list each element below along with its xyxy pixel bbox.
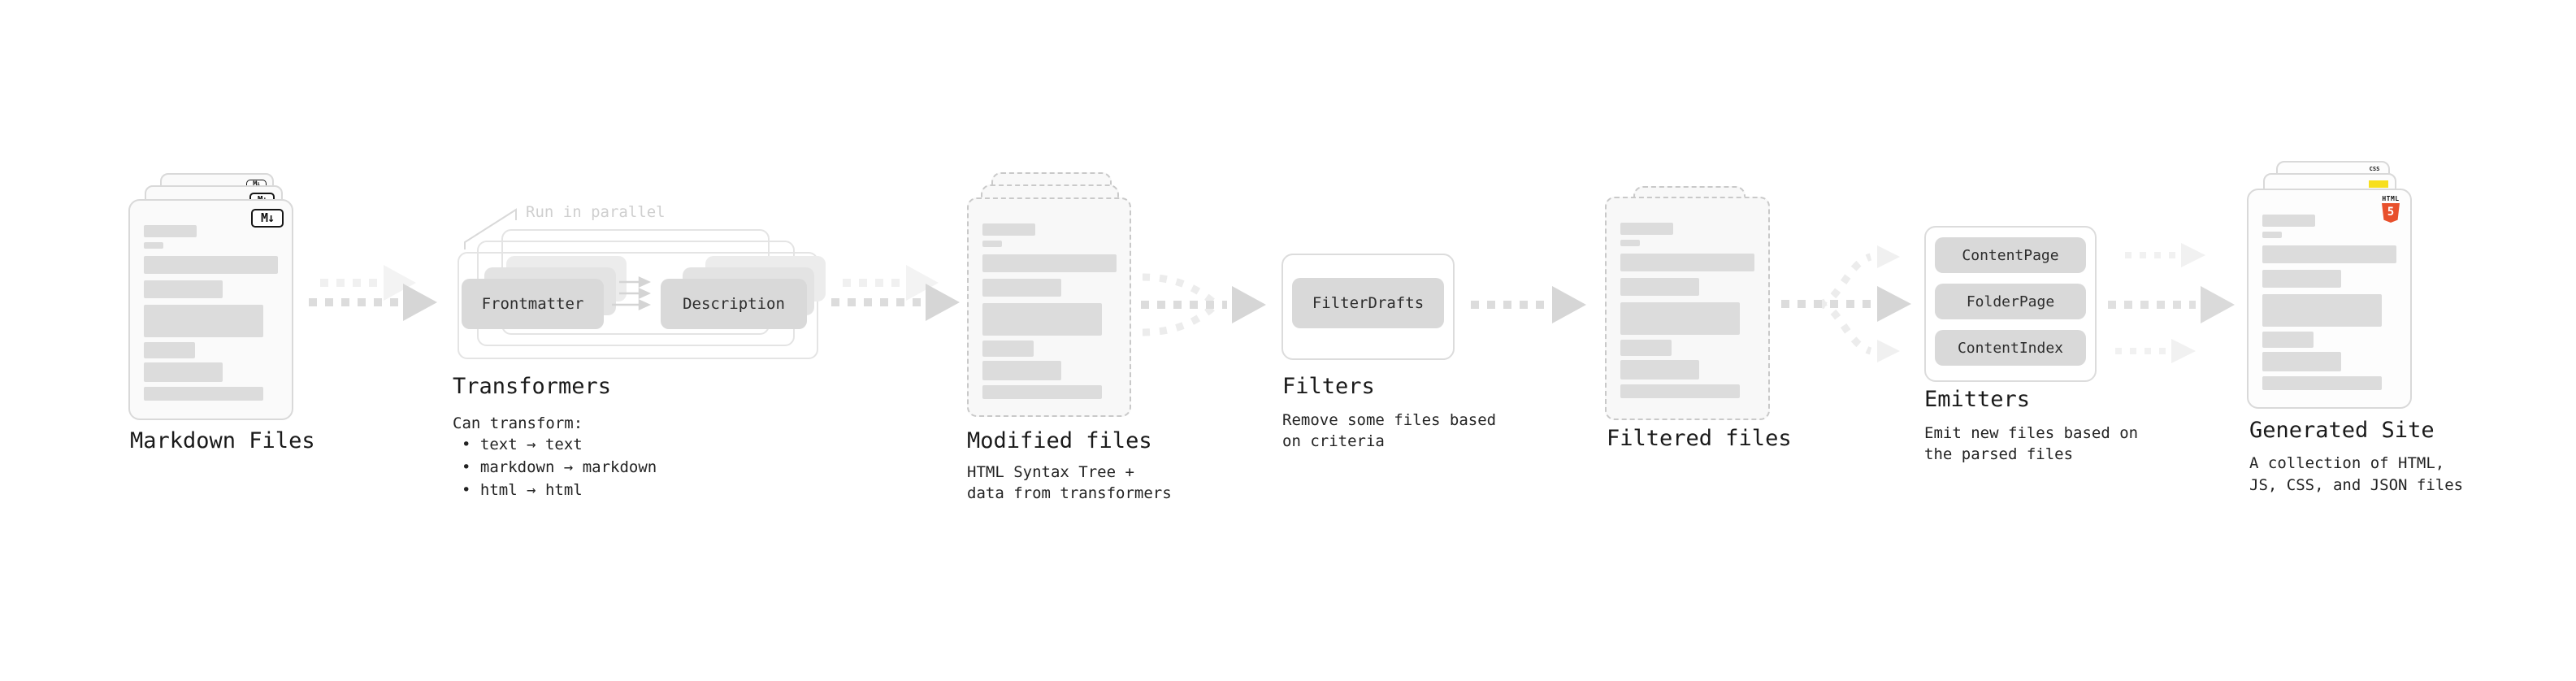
stage-title-filters: Filters xyxy=(1282,374,1375,399)
html5-icon: HTML 5 xyxy=(2381,195,2400,223)
placeholder-bar xyxy=(982,361,1061,380)
placeholder-bar xyxy=(982,223,1035,236)
placeholder-bar xyxy=(982,385,1102,399)
flow-arrow-filtered-to-emitters xyxy=(1781,245,1911,362)
stage-title-filtered-files: Filtered files xyxy=(1607,426,1792,451)
filters-subtitle: Remove some files based xyxy=(1282,411,1497,429)
filters-subtitle: on criteria xyxy=(1282,432,1385,450)
stage-title-transformers: Transformers xyxy=(453,374,612,399)
placeholder-bar xyxy=(1620,384,1740,398)
folderpage-node-label: FolderPage xyxy=(1966,293,2055,310)
emitters-subtitle: Emit new files based on xyxy=(1924,424,2139,442)
placeholder-bar xyxy=(1620,278,1699,296)
modified-files-subtitle: data from transformers xyxy=(967,484,1172,502)
description-node: Description xyxy=(661,279,807,329)
placeholder-bar xyxy=(1620,302,1740,335)
contentpage-node: ContentPage xyxy=(1935,237,2086,273)
flow-arrow-filters-to-filtered xyxy=(1471,286,1586,323)
stage-title-emitters: Emitters xyxy=(1924,387,2031,412)
placeholder-bar xyxy=(982,303,1102,336)
parallel-arrows-icon xyxy=(612,276,652,310)
markdown-file-card-front: M↓ xyxy=(128,199,293,420)
html5-icon-shield: 5 xyxy=(2382,203,2400,223)
filtered-file-card-front xyxy=(1605,197,1770,420)
placeholder-bar xyxy=(2262,270,2341,288)
transformers-bullet: • html → html xyxy=(462,481,583,499)
placeholder-bar xyxy=(144,225,197,237)
transformers-note: Can transform: xyxy=(453,414,583,432)
placeholder-bar xyxy=(2262,232,2282,238)
flow-arrow-markdown-to-transformers xyxy=(309,265,437,321)
placeholder-bar xyxy=(982,241,1002,247)
flow-arrow-transformers-to-modified xyxy=(831,265,960,321)
flow-arrow-emitters-to-site-bottom xyxy=(2115,339,2196,363)
placeholder-bar xyxy=(144,342,195,358)
transformers-bullet: • markdown → markdown xyxy=(462,458,657,476)
placeholder-bar xyxy=(982,340,1034,357)
css-file-icon-label: CSS xyxy=(2369,166,2380,172)
frontmatter-node: Frontmatter xyxy=(462,279,604,329)
flow-arrow-modified-to-filters xyxy=(1141,273,1266,336)
placeholder-bar xyxy=(2262,245,2396,263)
run-in-parallel-label: Run in parallel xyxy=(526,203,666,221)
placeholder-bar xyxy=(1620,240,1640,246)
html5-icon-number: 5 xyxy=(2387,206,2395,219)
placeholder-bar xyxy=(2262,352,2341,371)
generated-site-subtitle: JS, CSS, and JSON files xyxy=(2249,476,2464,494)
contentindex-node: ContentIndex xyxy=(1935,330,2086,366)
placeholder-bar xyxy=(144,242,163,249)
generated-site-subtitle: A collection of HTML, xyxy=(2249,454,2445,472)
modified-file-card-front xyxy=(967,197,1131,417)
placeholder-bar xyxy=(2262,332,2314,348)
placeholder-bar xyxy=(982,254,1117,272)
placeholder-bar xyxy=(144,280,223,298)
annotation-leader-line xyxy=(464,208,517,249)
stage-title-modified-files: Modified files xyxy=(967,428,1152,453)
placeholder-bar xyxy=(1620,360,1699,380)
placeholder-bar xyxy=(2262,215,2315,227)
placeholder-bar xyxy=(1620,254,1754,271)
contentindex-node-label: ContentIndex xyxy=(1957,339,2064,357)
placeholder-bar xyxy=(1620,223,1673,235)
transformer-group-box-front xyxy=(458,252,818,359)
flow-arrow-emitters-to-site-middle xyxy=(2108,286,2235,323)
placeholder-bar xyxy=(144,362,223,382)
stage-title-markdown-files: Markdown Files xyxy=(130,428,315,453)
placeholder-bar xyxy=(2262,294,2382,327)
js-file-icon xyxy=(2369,180,2388,188)
placeholder-bar xyxy=(144,256,278,274)
html5-icon-label: HTML xyxy=(2382,195,2400,202)
filterdrafts-node-label: FilterDrafts xyxy=(1312,294,1425,312)
placeholder-bar xyxy=(144,387,263,401)
placeholder-bar xyxy=(1620,340,1672,356)
filterdrafts-node: FilterDrafts xyxy=(1292,278,1444,328)
site-file-card-html: HTML 5 xyxy=(2247,189,2412,409)
modified-files-subtitle: HTML Syntax Tree + xyxy=(967,463,1134,481)
markdown-icon: M↓ xyxy=(251,209,284,228)
frontmatter-node-label: Frontmatter xyxy=(481,295,584,313)
placeholder-bar xyxy=(982,279,1061,297)
placeholder-bar xyxy=(2262,376,2382,390)
folderpage-node: FolderPage xyxy=(1935,284,2086,319)
emitters-subtitle: the parsed files xyxy=(1924,445,2074,463)
flow-arrow-emitters-to-site-top xyxy=(2125,243,2205,267)
description-node-label: Description xyxy=(683,295,785,313)
stage-title-generated-site: Generated Site xyxy=(2249,418,2435,443)
placeholder-bar xyxy=(144,305,263,337)
transformers-bullet: • text → text xyxy=(462,436,583,453)
contentpage-node-label: ContentPage xyxy=(1962,246,2059,264)
